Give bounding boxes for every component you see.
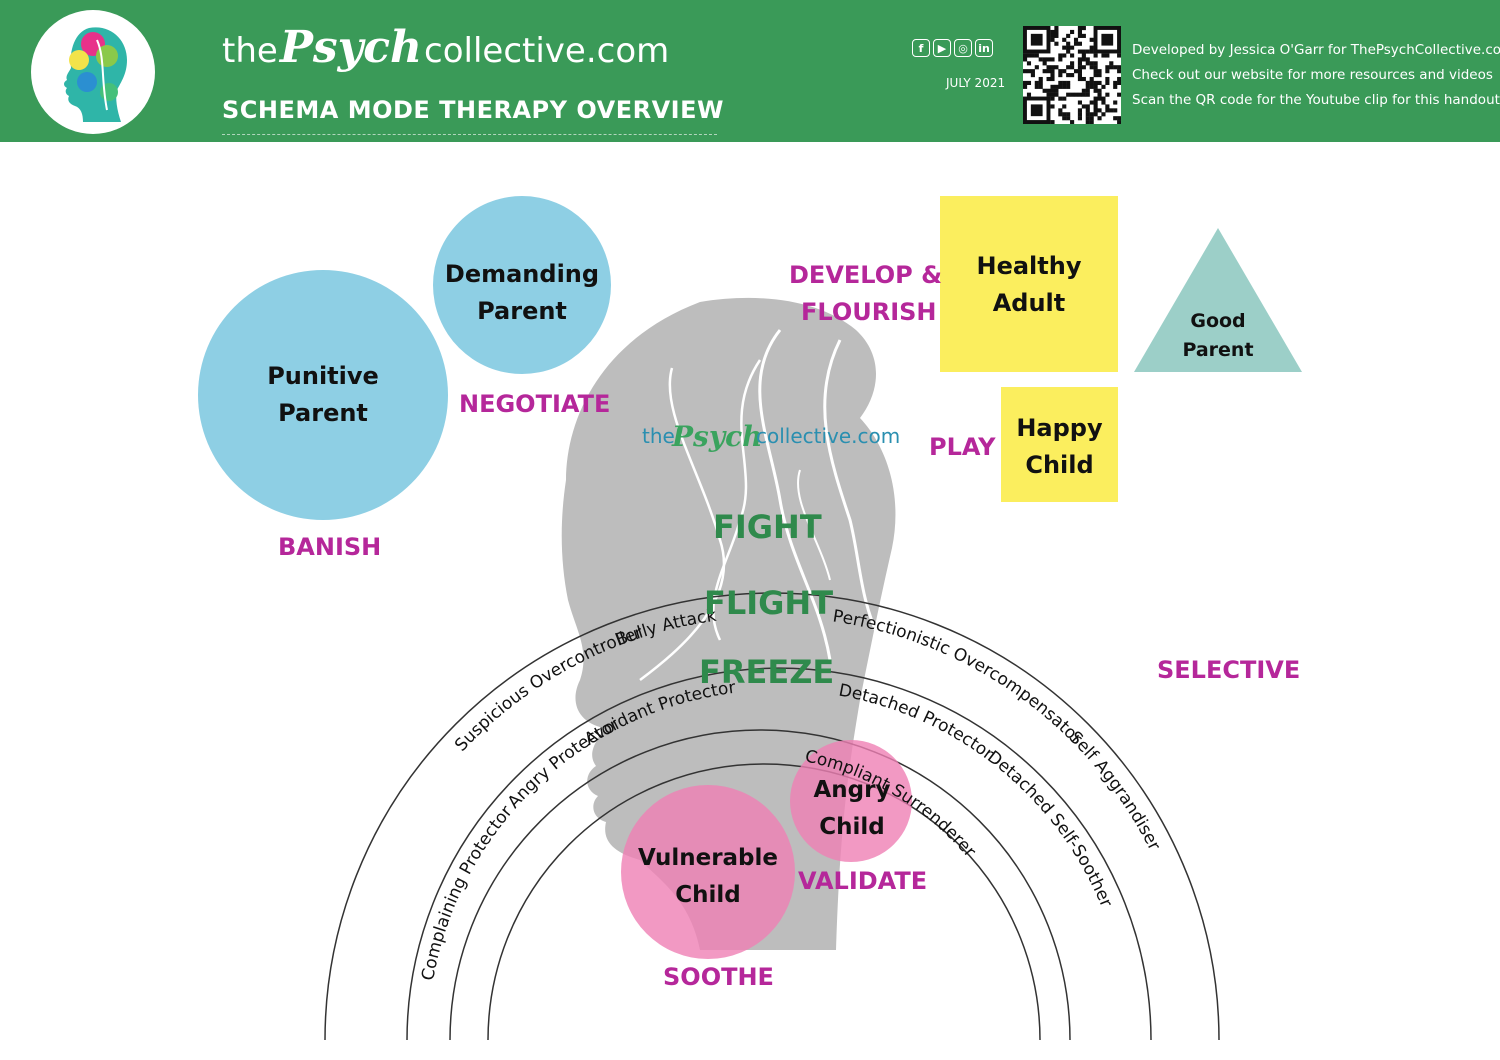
develop-label: DEVELOP & [789,261,942,289]
banish-label: BANISH [278,533,382,561]
instagram-icon[interactable]: ◎ [954,39,972,57]
vulnerable-child-circle[interactable] [621,785,795,959]
inner-arc [449,729,1071,1041]
watermark-psych: Psych [671,420,763,453]
happy-child-line1: Happy [1016,414,1103,442]
good-parent-triangle[interactable] [1134,228,1302,372]
vulnerable-child-line1: Vulnerable [637,845,779,871]
happy-child-label: Happy Child [1001,410,1118,484]
header-bar: thePsychcollective.com SCHEMA MODE THERA… [0,0,1500,142]
innermost-arc [487,763,1041,1041]
hair-strand [758,329,832,661]
linkedin-icon[interactable]: in [975,39,993,57]
middle-arc [406,667,1152,1041]
title-divider [222,134,717,135]
happy-child-box[interactable] [1001,387,1118,502]
selective-label: SELECTIVE [1157,656,1301,684]
logo[interactable] [31,10,155,134]
vulnerable-child-line2: Child [675,882,741,908]
stage-freeze: FREEZE [699,653,835,691]
page-title: SCHEMA MODE THERAPY OVERVIEW [222,96,724,124]
hair-strand [823,339,882,641]
good-parent-line1: Good [1190,310,1246,332]
head-logo-icon [64,27,127,122]
youtube-icon[interactable]: ▶ [933,39,951,57]
happy-child-line2: Child [1025,451,1094,479]
stage-fight: FIGHT [713,508,822,546]
qr-code[interactable] [1023,26,1122,125]
brand-the: the [222,31,278,71]
play-label: PLAY [929,433,996,461]
angry-child-line2: Child [819,814,885,840]
watermark-collective: collective.com [756,424,900,448]
brand-psych: Psych [279,22,423,73]
demanding-parent-label: Demanding Parent [432,256,612,330]
demanding-parent-line2: Parent [477,297,567,325]
brand-logotype[interactable]: thePsychcollective.com [222,22,669,73]
flourish-label: FLOURISH [801,298,937,326]
outer-arc [324,592,1220,1041]
date-label: JULY 2021 [946,76,1006,90]
good-parent-label: Good Parent [1158,307,1278,365]
info-line-3: Scan the QR code for the Youtube clip fo… [1132,92,1500,108]
qr-code-icon [1023,26,1122,125]
punitive-parent-label: Punitive Parent [243,358,403,432]
angry-child-line1: Angry [813,777,891,803]
hair-strand [797,469,831,581]
info-line-1: Developed by Jessica O'Garr for ThePsych… [1132,42,1500,58]
soothe-label: SOOTHE [663,963,774,991]
punitive-parent-circle[interactable] [198,270,448,520]
healthy-adult-line1: Healthy [976,252,1082,280]
healthy-adult-box[interactable] [940,196,1118,372]
info-line-2: Check out our website for more resources… [1132,67,1493,83]
info-text: Developed by Jessica O'Garr for ThePsych… [1132,38,1500,113]
punitive-parent-line2: Parent [278,399,368,427]
healthy-adult-label: Healthy Adult [940,248,1118,322]
negotiate-label: NEGOTIATE [459,390,611,418]
hair-strand [639,367,726,681]
demanding-parent-line1: Demanding [444,260,600,288]
good-parent-line2: Parent [1182,339,1254,361]
demanding-parent-circle[interactable] [433,196,611,374]
angry-child-circle[interactable] [790,740,912,862]
healthy-adult-line2: Adult [992,289,1066,317]
stage-flight: FLIGHT [704,584,834,622]
brand-collective: collective.com [424,31,670,71]
facebook-icon[interactable]: f [912,39,930,57]
angry-child-label: Angry Child [792,772,912,846]
social-links: f ▶ ◎ in [912,39,993,57]
vulnerable-child-label: Vulnerable Child [628,840,788,914]
validate-label: VALIDATE [798,867,928,895]
watermark-the: the [642,424,675,448]
punitive-parent-line1: Punitive [267,362,379,390]
